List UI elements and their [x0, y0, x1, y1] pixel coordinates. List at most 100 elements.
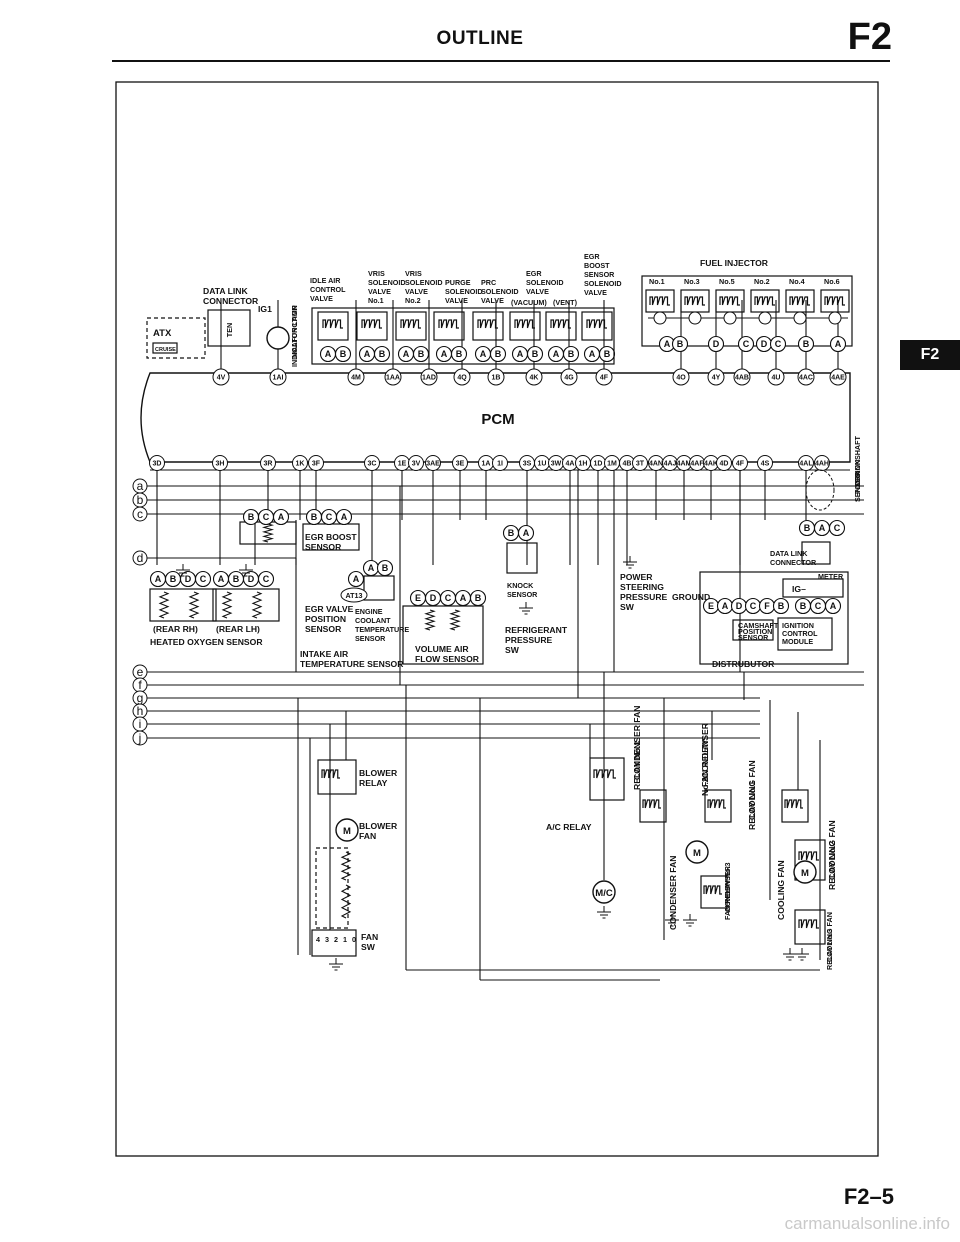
cool-fan-relay1-label: RELAY No.1	[747, 781, 757, 830]
at13-label: AT13	[345, 591, 362, 600]
vaf-pin-E-label: E	[415, 593, 421, 603]
pcm-top-pin-4k	[525, 368, 543, 386]
mil-label: INDICATOR LAMP	[290, 305, 299, 367]
cool-fan-relay2-label: RELAY No.2	[827, 841, 837, 890]
cond-fan-relay3-box	[700, 875, 728, 909]
pcm-top-pin-4ae	[829, 368, 847, 386]
vaf-label: VOLUME AIR	[415, 644, 469, 654]
iac-label: IDLE AIR	[310, 276, 341, 285]
o2-sensor-frame	[212, 588, 280, 622]
pcm-bottom-pin-4ak-label: 4AK	[704, 461, 718, 468]
fan-switch-position: 1	[343, 935, 347, 944]
egr-boost-sensor-label: SENSOR	[305, 542, 342, 552]
pcm-bottom-pin-3h	[212, 455, 228, 471]
blower-relay-label: RELAY	[359, 778, 388, 788]
harness-point-a-label: a	[137, 479, 144, 493]
vris2-label: VRIS	[405, 269, 422, 278]
pcm-bottom-pin-1a-label: 1A	[482, 461, 491, 468]
atx-label: ATX	[153, 328, 172, 339]
knock-pin-b-label: B	[508, 528, 515, 538]
egr-boost-sensor-label: EGR BOOST	[305, 532, 357, 542]
pcm-bottom-pin-1k-label: 1K	[296, 461, 305, 468]
distributor-pin-5-label: B	[778, 601, 785, 611]
crank-pin-B-label: B	[804, 523, 811, 533]
solenoid-pin-b	[526, 345, 544, 363]
injector-label: No.6	[824, 277, 840, 286]
cooling-fan-icon	[793, 860, 817, 884]
camshaft-label: POSITION	[738, 627, 772, 636]
coolant-pin-b-label: B	[382, 563, 389, 573]
injector-pin-1	[671, 335, 689, 353]
solenoid-pin-a-label: A	[364, 349, 371, 359]
purge-label: SOLENOID	[445, 287, 483, 296]
o2-pin-A-label: A	[155, 574, 162, 584]
pcm-bottom-pin-4f	[732, 455, 748, 471]
pcm-bottom-pin-1k	[292, 455, 308, 471]
injector-pin-5-label: C	[775, 339, 782, 349]
blower-fan-label: BLOWER	[359, 821, 398, 831]
distributor-pin-4-label: F	[764, 601, 770, 611]
solenoid-coil	[514, 319, 535, 329]
injector-pin-7	[829, 335, 847, 353]
solenoid-box	[356, 311, 388, 341]
pcm-bottom-pin-4ah-label: 4AH	[815, 461, 829, 468]
pcm-bottom-pin-3f-label: 3F	[312, 461, 321, 468]
pcm-bottom-pin-1d-label: 1D	[594, 461, 603, 468]
harness-point-d-label: d	[137, 551, 144, 565]
solenoid-pin-b	[412, 345, 430, 363]
distributor-pin-0-label: E	[708, 601, 714, 611]
cool-fan-relay1-coil	[784, 799, 803, 809]
o2-heater-symbol	[221, 591, 233, 619]
pcm-bottom-pin-4al	[798, 455, 814, 471]
ps-label: PRESSURE	[620, 592, 668, 602]
o2-pin-C-label: C	[263, 574, 270, 584]
o2-pin-B-label: B	[170, 574, 177, 584]
egr-boost-pin-C-label: C	[326, 512, 333, 522]
header-rule	[112, 60, 890, 62]
pcm-top-pin-4m	[347, 368, 365, 386]
injector-label: No.4	[789, 277, 805, 286]
pcm-top-pin-4m-label: 4M	[351, 375, 361, 382]
egr-pos-pin-B-label: B	[248, 512, 255, 522]
cond-fan-relay2-label: CONDENSER	[700, 722, 710, 778]
fuel-injector-title: FUEL INJECTOR	[700, 258, 769, 268]
pcm-top-pin-4g	[560, 368, 578, 386]
mil-label: MALFUNCTION	[290, 305, 299, 358]
section-tab[interactable]: F2	[900, 340, 960, 370]
pcm-top-pin-4o	[672, 368, 690, 386]
injector-label: No.3	[684, 277, 700, 286]
harness-point-i-label: i	[139, 717, 142, 731]
injector-coil	[789, 296, 810, 306]
ac-relay-box	[589, 757, 625, 801]
pcm-bottom-pin-4al-label: 4AL	[799, 461, 813, 468]
blower-relay-coil	[321, 769, 340, 779]
egr-position-label: POSITION	[305, 614, 346, 624]
pcm-top-pin-1ai	[269, 368, 287, 386]
pcm-top-pin-4v	[212, 368, 230, 386]
fan-switch-label: FAN	[361, 932, 378, 942]
watermark: carmanualsonline.info	[784, 1214, 950, 1233]
section-code: F2	[847, 16, 892, 58]
pcm-bottom-pin-4d	[716, 455, 732, 471]
fan-switch-position: 0	[352, 935, 356, 944]
cond-fan-relay3-label: FAN RELAY No.3	[723, 862, 732, 920]
cond-fan-relay2-box	[704, 789, 732, 823]
injector-node	[653, 311, 667, 325]
pcm-bottom-pin-1h-label: 1H	[579, 461, 588, 468]
pcm-bottom-pin-3r	[260, 455, 276, 471]
cool-fan-relay2-label: COOLING FAN	[827, 820, 837, 880]
o2-rear-rh: (REAR RH)	[153, 624, 198, 634]
injector-pin-0-label: A	[664, 339, 671, 349]
fan-switch-position: 2	[334, 935, 338, 944]
distributor-pin-7-label: C	[815, 601, 822, 611]
cool-fan-relay3-box	[794, 909, 826, 945]
pcm-bottom-pin-3c	[364, 455, 380, 471]
pcm-bottom-pin-3w-label: 3W	[551, 461, 562, 468]
injector-node	[688, 311, 702, 325]
injector-pin-2	[707, 335, 725, 353]
coolant-label: TEMPERATURE	[355, 625, 409, 634]
cond-fan-relay2-coil	[707, 799, 726, 809]
egr-solenoid-label: SOLENOID	[526, 278, 564, 287]
vris1-label: VALVE	[368, 287, 391, 296]
injector-coil	[684, 296, 705, 306]
